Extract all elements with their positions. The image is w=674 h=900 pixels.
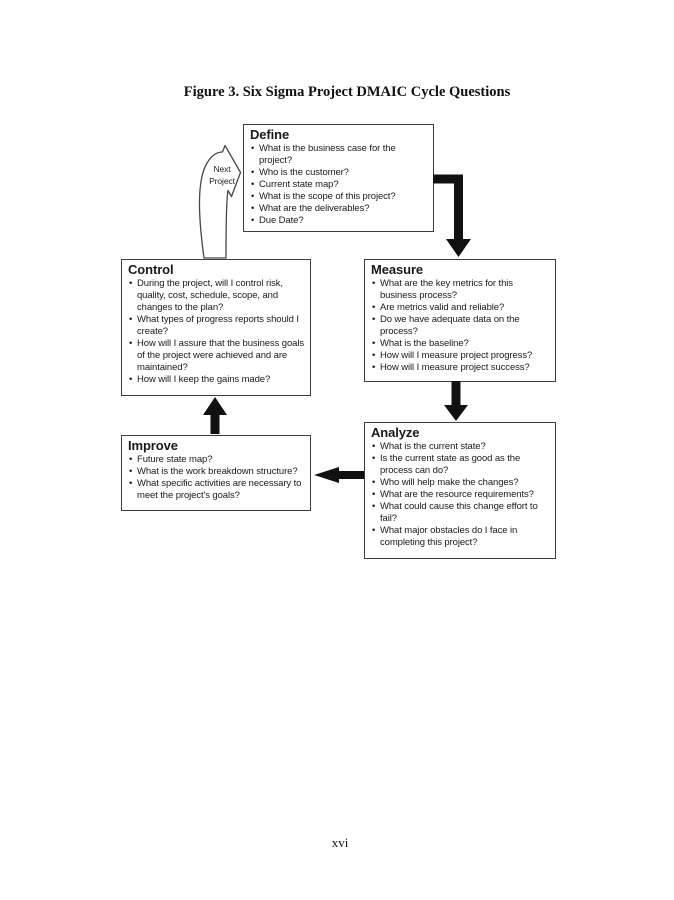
arrow-analyze-to-improve bbox=[314, 467, 364, 483]
box-improve-title: Improve bbox=[128, 438, 178, 453]
question-item: What are the key metrics for this busine… bbox=[371, 278, 551, 302]
arrow-improve-to-control bbox=[203, 397, 227, 434]
question-item: What is the current state? bbox=[371, 441, 551, 453]
question-item: What is the baseline? bbox=[371, 338, 551, 350]
question-item: Who will help make the changes? bbox=[371, 477, 551, 489]
question-item: What is the work breakdown structure? bbox=[128, 466, 306, 478]
question-item: Future state map? bbox=[128, 454, 306, 466]
box-analyze: Analyze What is the current state? Is th… bbox=[364, 422, 556, 559]
question-item: How will I measure project success? bbox=[371, 362, 551, 374]
next-project-label: Next Project bbox=[201, 163, 243, 187]
box-measure-title: Measure bbox=[371, 262, 424, 277]
question-item: What are the deliverables? bbox=[250, 203, 429, 215]
question-item: Who is the customer? bbox=[250, 167, 429, 179]
arrow-define-to-measure bbox=[433, 174, 471, 257]
box-control-title: Control bbox=[128, 262, 174, 277]
question-item: Is the current state as good as the proc… bbox=[371, 453, 551, 477]
box-define-title: Define bbox=[250, 127, 290, 142]
question-item: How will I assure that the business goal… bbox=[128, 338, 306, 374]
box-analyze-questions: What is the current state? Is the curren… bbox=[371, 441, 551, 549]
box-control: Control During the project, will I contr… bbox=[121, 259, 311, 396]
box-measure-questions: What are the key metrics for this busine… bbox=[371, 278, 551, 374]
box-control-questions: During the project, will I control risk,… bbox=[128, 278, 306, 386]
question-item: What is the business case for the projec… bbox=[250, 143, 429, 167]
next-project-label-line2: Project bbox=[209, 176, 235, 186]
page-number: xvi bbox=[331, 835, 349, 850]
question-item: Due Date? bbox=[250, 215, 429, 227]
box-improve: Improve Future state map? What is the wo… bbox=[121, 435, 311, 511]
question-item: What are the resource requirements? bbox=[371, 489, 551, 501]
question-item: What types of progress reports should I … bbox=[128, 314, 306, 338]
box-improve-questions: Future state map? What is the work break… bbox=[128, 454, 306, 502]
question-item: Current state map? bbox=[250, 179, 429, 191]
box-analyze-title: Analyze bbox=[371, 425, 420, 440]
figure-title: Figure 3. Six Sigma Project DMAIC Cycle … bbox=[183, 84, 511, 100]
question-item: Are metrics valid and reliable? bbox=[371, 302, 551, 314]
box-define: Define What is the business case for the… bbox=[243, 124, 434, 232]
next-project-label-line1: Next bbox=[213, 164, 231, 174]
question-item: Do we have adequate data on the process? bbox=[371, 314, 551, 338]
box-measure: Measure What are the key metrics for thi… bbox=[364, 259, 556, 382]
box-define-questions: What is the business case for the projec… bbox=[250, 143, 429, 227]
question-item: What could cause this change effort to f… bbox=[371, 501, 551, 525]
question-item: What specific activities are necessary t… bbox=[128, 478, 306, 502]
question-item: During the project, will I control risk,… bbox=[128, 278, 306, 314]
question-item: How will I measure project progress? bbox=[371, 350, 551, 362]
question-item: What is the scope of this project? bbox=[250, 191, 429, 203]
arrow-measure-to-analyze bbox=[444, 381, 468, 421]
question-item: How will I keep the gains made? bbox=[128, 374, 306, 386]
question-item: What major obstacles do I face in comple… bbox=[371, 525, 551, 549]
